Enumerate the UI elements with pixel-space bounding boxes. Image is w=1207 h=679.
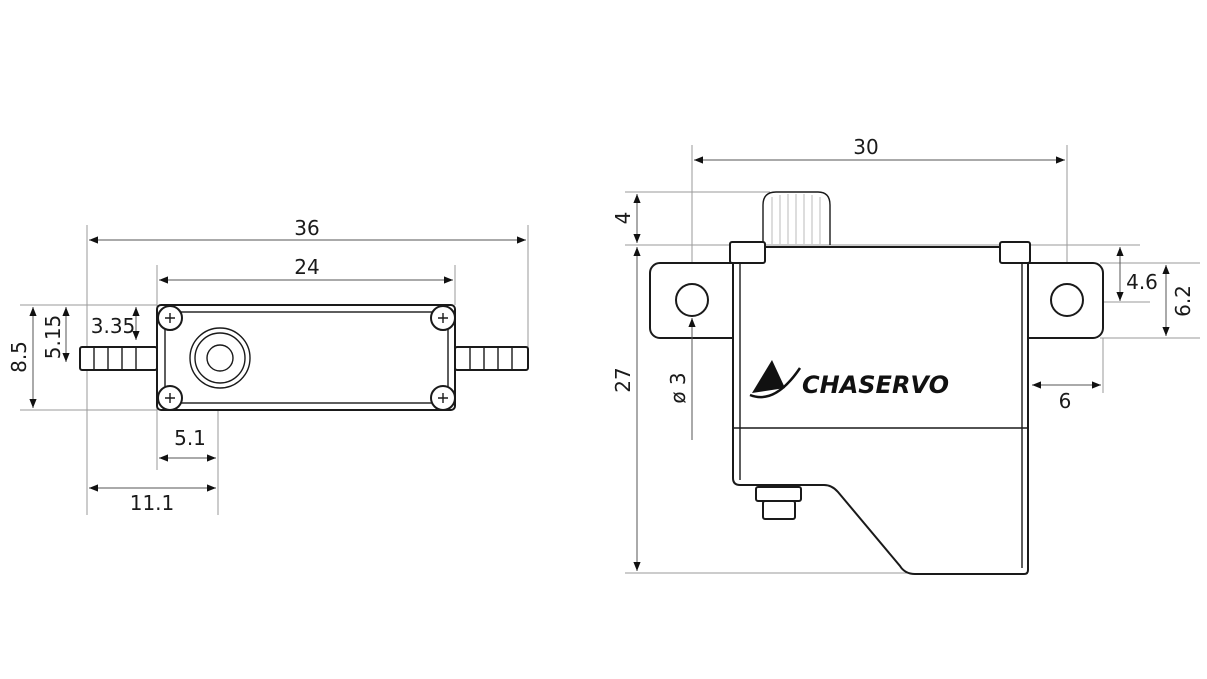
dim-hole-diameter: ø 3 [666,372,690,403]
dim-flange-width: 6 [1059,389,1072,413]
dim-flange-height: 6.2 [1171,285,1195,317]
top-view: 36 24 8.5 5.15 3.35 5.1 11.1 [7,216,529,515]
servo-body-top [156,304,456,411]
svg-text:CHASERVO: CHASERVO [802,371,949,399]
mounting-hole [675,283,709,317]
dim-shaft-offset: 5.15 [41,315,65,360]
dim-height: 8.5 [7,341,31,373]
dim-horn-height: 4 [611,212,635,225]
dim-overall-length: 36 [294,216,319,240]
chaservo-logo: CHASERVO [749,360,949,399]
screw-icon [157,385,183,411]
right-shaft [454,346,529,371]
dim-gear-from-end: 11.1 [130,491,175,515]
servo-body-side [732,246,1029,575]
left-shaft [79,346,158,371]
dim-screw-offset: 3.35 [91,314,136,338]
mounting-hole [1050,283,1084,317]
dim-hole-spacing: 30 [853,135,878,159]
screw-icon [430,305,456,331]
output-gear [189,327,251,389]
screw-icon [430,385,456,411]
servo-horn [762,191,831,245]
side-view: CHASERVO 30 4 27 ø 3 4.6 6.2 6 [611,135,1200,575]
dim-body-height: 27 [611,367,635,392]
dim-flange-offset: 4.6 [1126,270,1158,294]
connector [755,486,802,520]
dim-body-length: 24 [294,255,319,279]
dim-gear-offset: 5.1 [174,426,206,450]
screw-icon [157,305,183,331]
